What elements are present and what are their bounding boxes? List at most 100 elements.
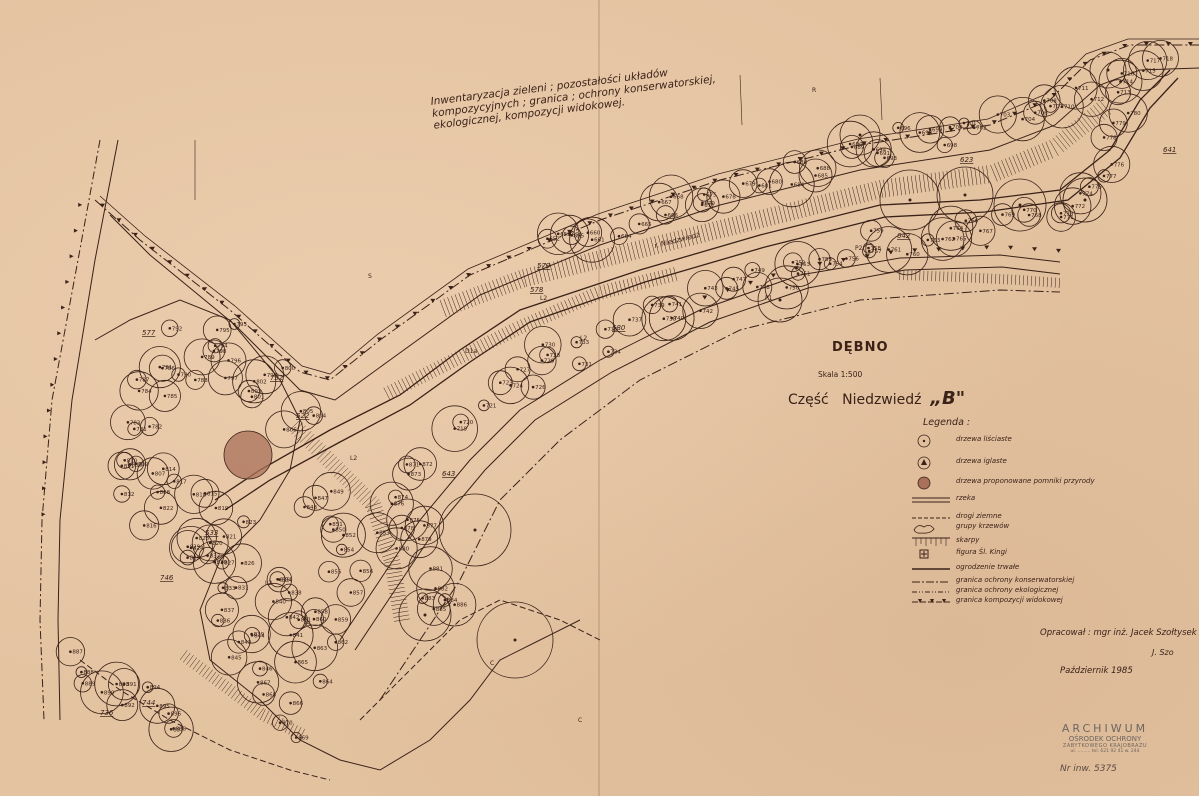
tree-number: 731 [581, 362, 592, 368]
tree-trunk [299, 409, 303, 413]
embankment-hatch [549, 306, 556, 320]
tree-trunk [722, 195, 725, 198]
tree-crown [237, 379, 260, 403]
embankment-hatch [1001, 160, 1009, 177]
tree-number: 836 [220, 619, 231, 625]
tree-number: 727 [520, 367, 531, 373]
embankment-hatch [345, 476, 357, 489]
tree-crown [108, 668, 141, 701]
legend-item: grupy krzewów [910, 520, 1100, 534]
tree-number: 702 [976, 126, 987, 132]
embankment-hatch [634, 276, 639, 291]
tree-trunk [590, 238, 594, 241]
legend-label: rzeka [956, 494, 976, 502]
embankment-hatch [824, 193, 830, 212]
tree-trunk [359, 569, 362, 573]
tree-number: 695 [922, 131, 933, 137]
tree-number: 769 [1005, 213, 1016, 219]
embankment-hatch [366, 506, 383, 512]
boundary-triangle-mark [912, 248, 918, 253]
tree-trunk [509, 384, 512, 387]
embankment-hatch [859, 184, 865, 203]
embankment-hatch [588, 252, 594, 271]
tree-number: 679 [745, 182, 756, 188]
tree-crown [1028, 84, 1061, 117]
tree-number: 829 [190, 545, 201, 551]
embankment-hatch [507, 274, 514, 292]
tree-trunk [996, 113, 1000, 116]
embankment-hatch [938, 171, 942, 190]
embankment-hatch [179, 650, 188, 661]
tree-trunk [453, 603, 456, 606]
embankment-hatch [533, 266, 539, 284]
embankment-hatch [692, 226, 698, 245]
tree-trunk [906, 252, 909, 256]
embankment-hatch [883, 179, 887, 198]
embankment-hatch [311, 442, 323, 455]
tree-number: 882 [438, 586, 449, 592]
embankment-hatch [259, 709, 266, 721]
legend-item: granica kompozycji widokowej [910, 594, 1100, 608]
tree-crown [207, 338, 223, 354]
embankment-hatch [895, 177, 899, 196]
tree-crown [915, 115, 945, 144]
tree-number: 866 [293, 701, 304, 707]
tree-trunk [340, 548, 344, 551]
tree-number: 703 [1000, 113, 1011, 119]
embankment-hatch [243, 698, 252, 709]
tree-crown [224, 576, 248, 600]
embankment-hatch [523, 317, 530, 331]
tree-number: 800 [285, 366, 296, 372]
tree-number: 805 [303, 409, 314, 415]
stream-label: r. Niedzwiedź [654, 231, 701, 250]
boundary-triangle-mark [991, 120, 997, 125]
tree-crown [147, 452, 180, 486]
tree-trunk [756, 285, 759, 289]
embankment-hatch [473, 287, 481, 305]
embankment-hatch [510, 273, 518, 291]
tree-trunk [1120, 72, 1124, 75]
tree-crown [966, 120, 982, 136]
embankment-hatch [240, 695, 249, 706]
tree-crown [174, 474, 214, 514]
embankment-hatch [1026, 275, 1029, 286]
tree-crown [166, 473, 182, 489]
embankment-hatch [218, 679, 226, 689]
embankment-hatch [1045, 141, 1053, 159]
embankment-hatch [1058, 132, 1071, 148]
tree-crown [697, 187, 712, 202]
embankment-hatch [1058, 277, 1061, 288]
tree-crown [928, 205, 974, 251]
tree-number: 726 [535, 385, 546, 391]
tree-trunk [314, 610, 317, 613]
tree-crown [94, 661, 139, 707]
tree-number: 754 [832, 262, 843, 268]
tree-crown [1040, 84, 1084, 129]
tree-number: 693 [887, 156, 898, 162]
tree-crown [1054, 66, 1098, 110]
embankment-hatch [611, 282, 616, 297]
tree-crown [978, 95, 1017, 134]
tree-crown [356, 512, 398, 554]
coniferous-tree-icon [910, 455, 954, 470]
tree-number: 791 [162, 365, 173, 371]
embankment-hatch [308, 439, 320, 452]
tree-trunk [319, 680, 322, 683]
boundary-triangle-mark [78, 202, 83, 207]
embankment-hatch [291, 725, 298, 737]
boundary-triangle-mark [41, 512, 46, 517]
embankment-hatch [391, 602, 408, 606]
tree-crown [826, 120, 874, 168]
tree-trunk [918, 131, 922, 134]
embankment-hatch [531, 314, 538, 328]
tree-crown [432, 583, 477, 627]
embankment-hatch [762, 209, 768, 227]
boundary-triangle-mark [1082, 61, 1088, 66]
boundary-triangle-mark [61, 305, 66, 310]
tree-trunk [1079, 192, 1082, 195]
tree-crown [176, 517, 217, 559]
embankment-hatch [817, 195, 823, 214]
tree-trunk [303, 505, 306, 509]
embankment-hatch [373, 525, 389, 531]
tree-trunk [327, 570, 331, 573]
